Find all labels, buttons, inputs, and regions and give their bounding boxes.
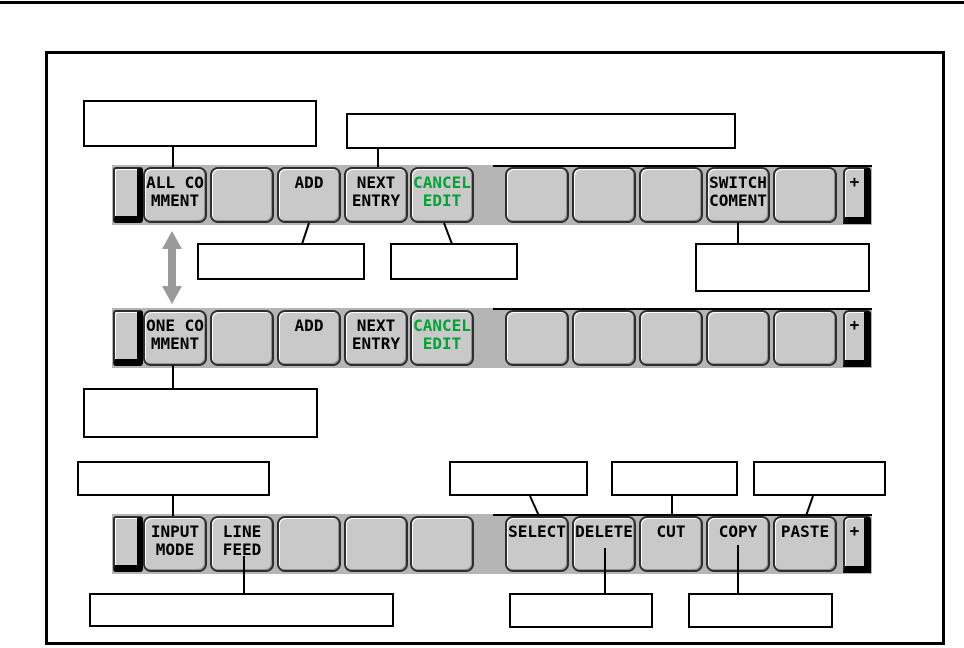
softkey-next-entry[interactable]: NEXT ENTRY	[344, 167, 408, 223]
softkey-blank[interactable]	[572, 310, 636, 366]
softkey-blank[interactable]	[572, 167, 636, 223]
softkey-blank[interactable]	[639, 167, 703, 223]
callout-box-delete	[509, 593, 653, 628]
callout-box-line-feed	[89, 593, 394, 627]
bar-top-edge	[493, 514, 872, 516]
softkey-blank[interactable]	[773, 167, 837, 223]
softkey-select[interactable]: SELECT	[505, 516, 569, 572]
softkey-add[interactable]: ADD	[277, 310, 341, 366]
callout-box-select	[449, 461, 588, 496]
softkey-blank[interactable]	[277, 516, 341, 572]
softkey-all-co-mment[interactable]: ALL CO MMENT	[143, 167, 207, 223]
callout-box-switch-coment	[695, 243, 870, 292]
softkey-input-mode[interactable]: INPUT MODE	[143, 516, 207, 572]
softkey-add[interactable]: ADD	[277, 167, 341, 223]
page-top-rule	[0, 1, 964, 4]
softkey-one-co-mment[interactable]: ONE CO MMENT	[143, 310, 207, 366]
softkey-blank[interactable]	[505, 310, 569, 366]
menu-return-key[interactable]	[113, 310, 143, 366]
softkey-blank[interactable]	[210, 310, 274, 366]
softkey-blank[interactable]	[639, 310, 703, 366]
menu-return-key[interactable]	[113, 516, 143, 572]
callout-box-input-mode	[77, 461, 270, 496]
continue-menu-key[interactable]: +	[843, 516, 871, 573]
callout-box-copy	[688, 593, 833, 628]
softkey-paste[interactable]: PASTE	[773, 516, 837, 572]
callout-box-add	[197, 243, 365, 280]
softkey-blank[interactable]	[410, 516, 474, 572]
callout-box-paste	[753, 461, 886, 496]
bar-top-edge	[493, 165, 872, 167]
softkey-blank[interactable]	[344, 516, 408, 572]
softkey-blank[interactable]	[505, 167, 569, 223]
menu-return-key[interactable]	[113, 167, 143, 223]
softkey-delete[interactable]: DELETE	[572, 516, 636, 572]
callout-box-cut	[611, 461, 738, 496]
softkey-line-feed[interactable]: LINE FEED	[210, 516, 274, 572]
softkey-cancel-edit[interactable]: CANCEL EDIT	[410, 167, 474, 223]
softkey-copy[interactable]: COPY	[706, 516, 770, 572]
continue-menu-key[interactable]: +	[843, 167, 871, 224]
callout-box-cancel-edit	[390, 243, 518, 280]
softkey-blank[interactable]	[706, 310, 770, 366]
continue-menu-key[interactable]: +	[843, 310, 871, 367]
softkey-blank[interactable]	[773, 310, 837, 366]
softkey-cancel-edit[interactable]: CANCEL EDIT	[410, 310, 474, 366]
softkey-switch-coment[interactable]: SWITCH COMENT	[706, 167, 770, 223]
softkey-blank[interactable]	[210, 167, 274, 223]
callout-box-one-comment	[83, 388, 318, 438]
callout-box-all-comment	[83, 100, 317, 147]
bar-top-edge	[493, 308, 872, 310]
softkey-cut[interactable]: CUT	[639, 516, 703, 572]
callout-box-next-entry	[346, 113, 736, 149]
softkey-next-entry[interactable]: NEXT ENTRY	[344, 310, 408, 366]
figure-border-frame	[45, 51, 945, 645]
